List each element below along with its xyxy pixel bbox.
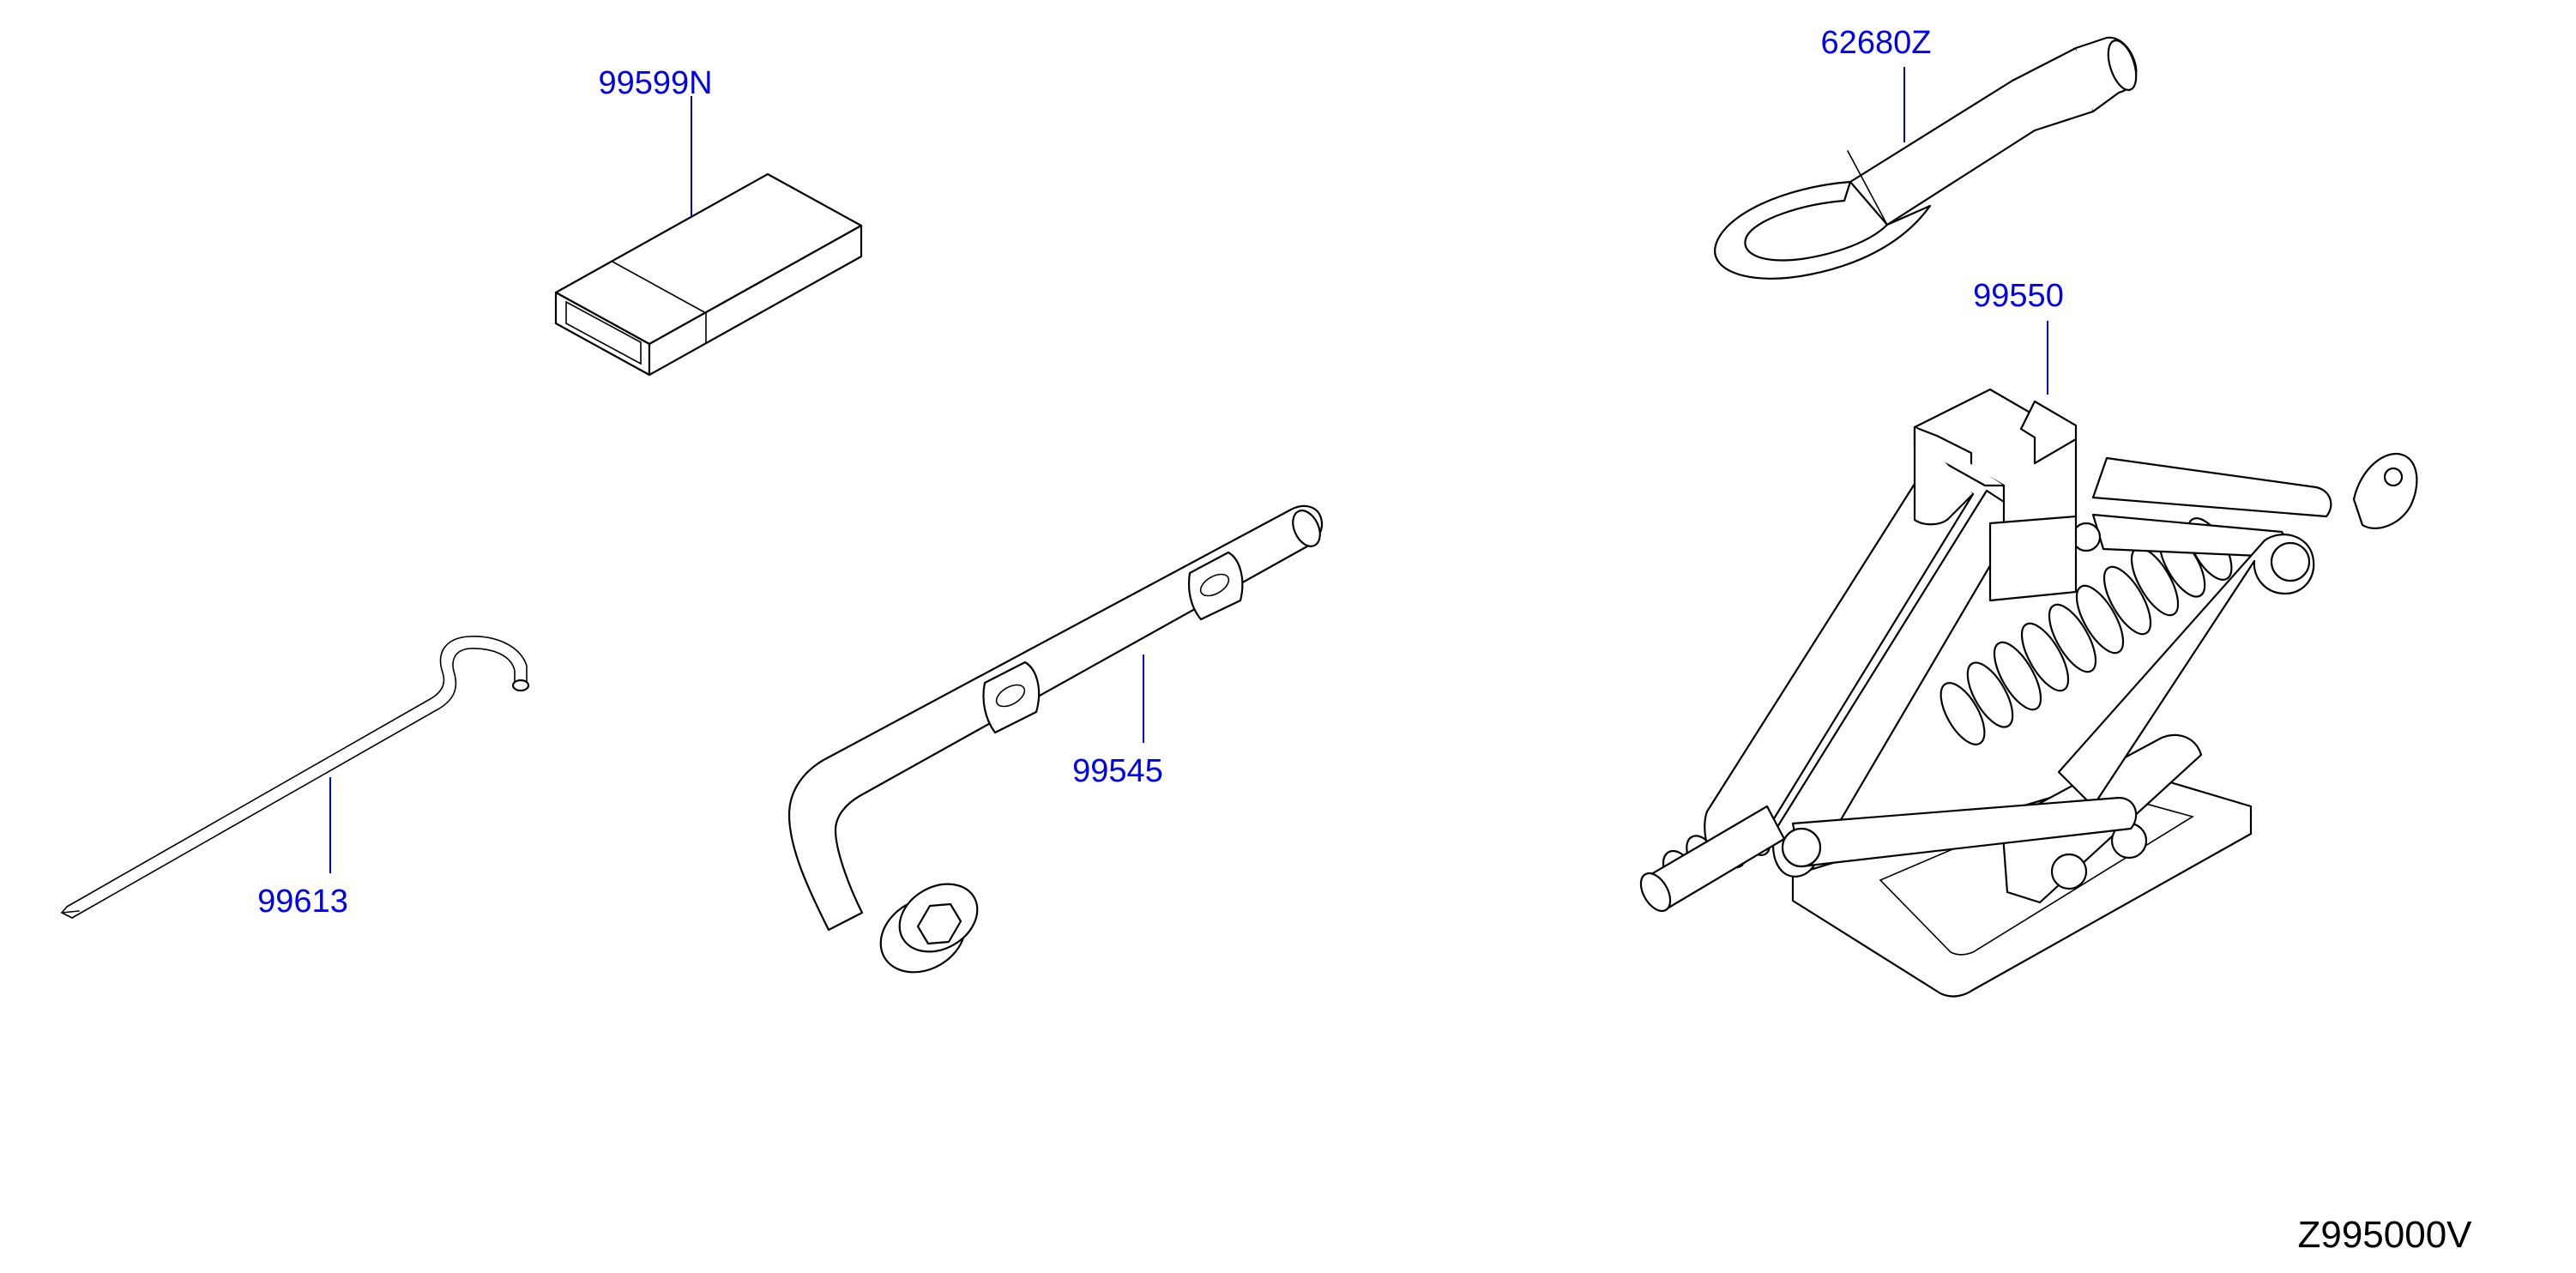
tow-hook-illustration xyxy=(1714,36,2138,280)
scissor-jack-illustration xyxy=(1639,388,2418,998)
callout-99599N[interactable]: 99599N xyxy=(598,65,712,101)
jack-rod-illustration xyxy=(60,636,530,919)
callout-99545[interactable]: 99545 xyxy=(1072,753,1163,789)
callout-62680Z[interactable]: 62680Z xyxy=(1821,25,1932,61)
wheel-wrench-illustration xyxy=(787,504,1324,974)
tool-bag-illustration xyxy=(554,172,863,377)
callout-99550[interactable]: 99550 xyxy=(1973,278,2064,314)
diagram-id-label: Z995000V xyxy=(2297,1214,2472,1256)
callout-99613[interactable]: 99613 xyxy=(257,884,348,920)
